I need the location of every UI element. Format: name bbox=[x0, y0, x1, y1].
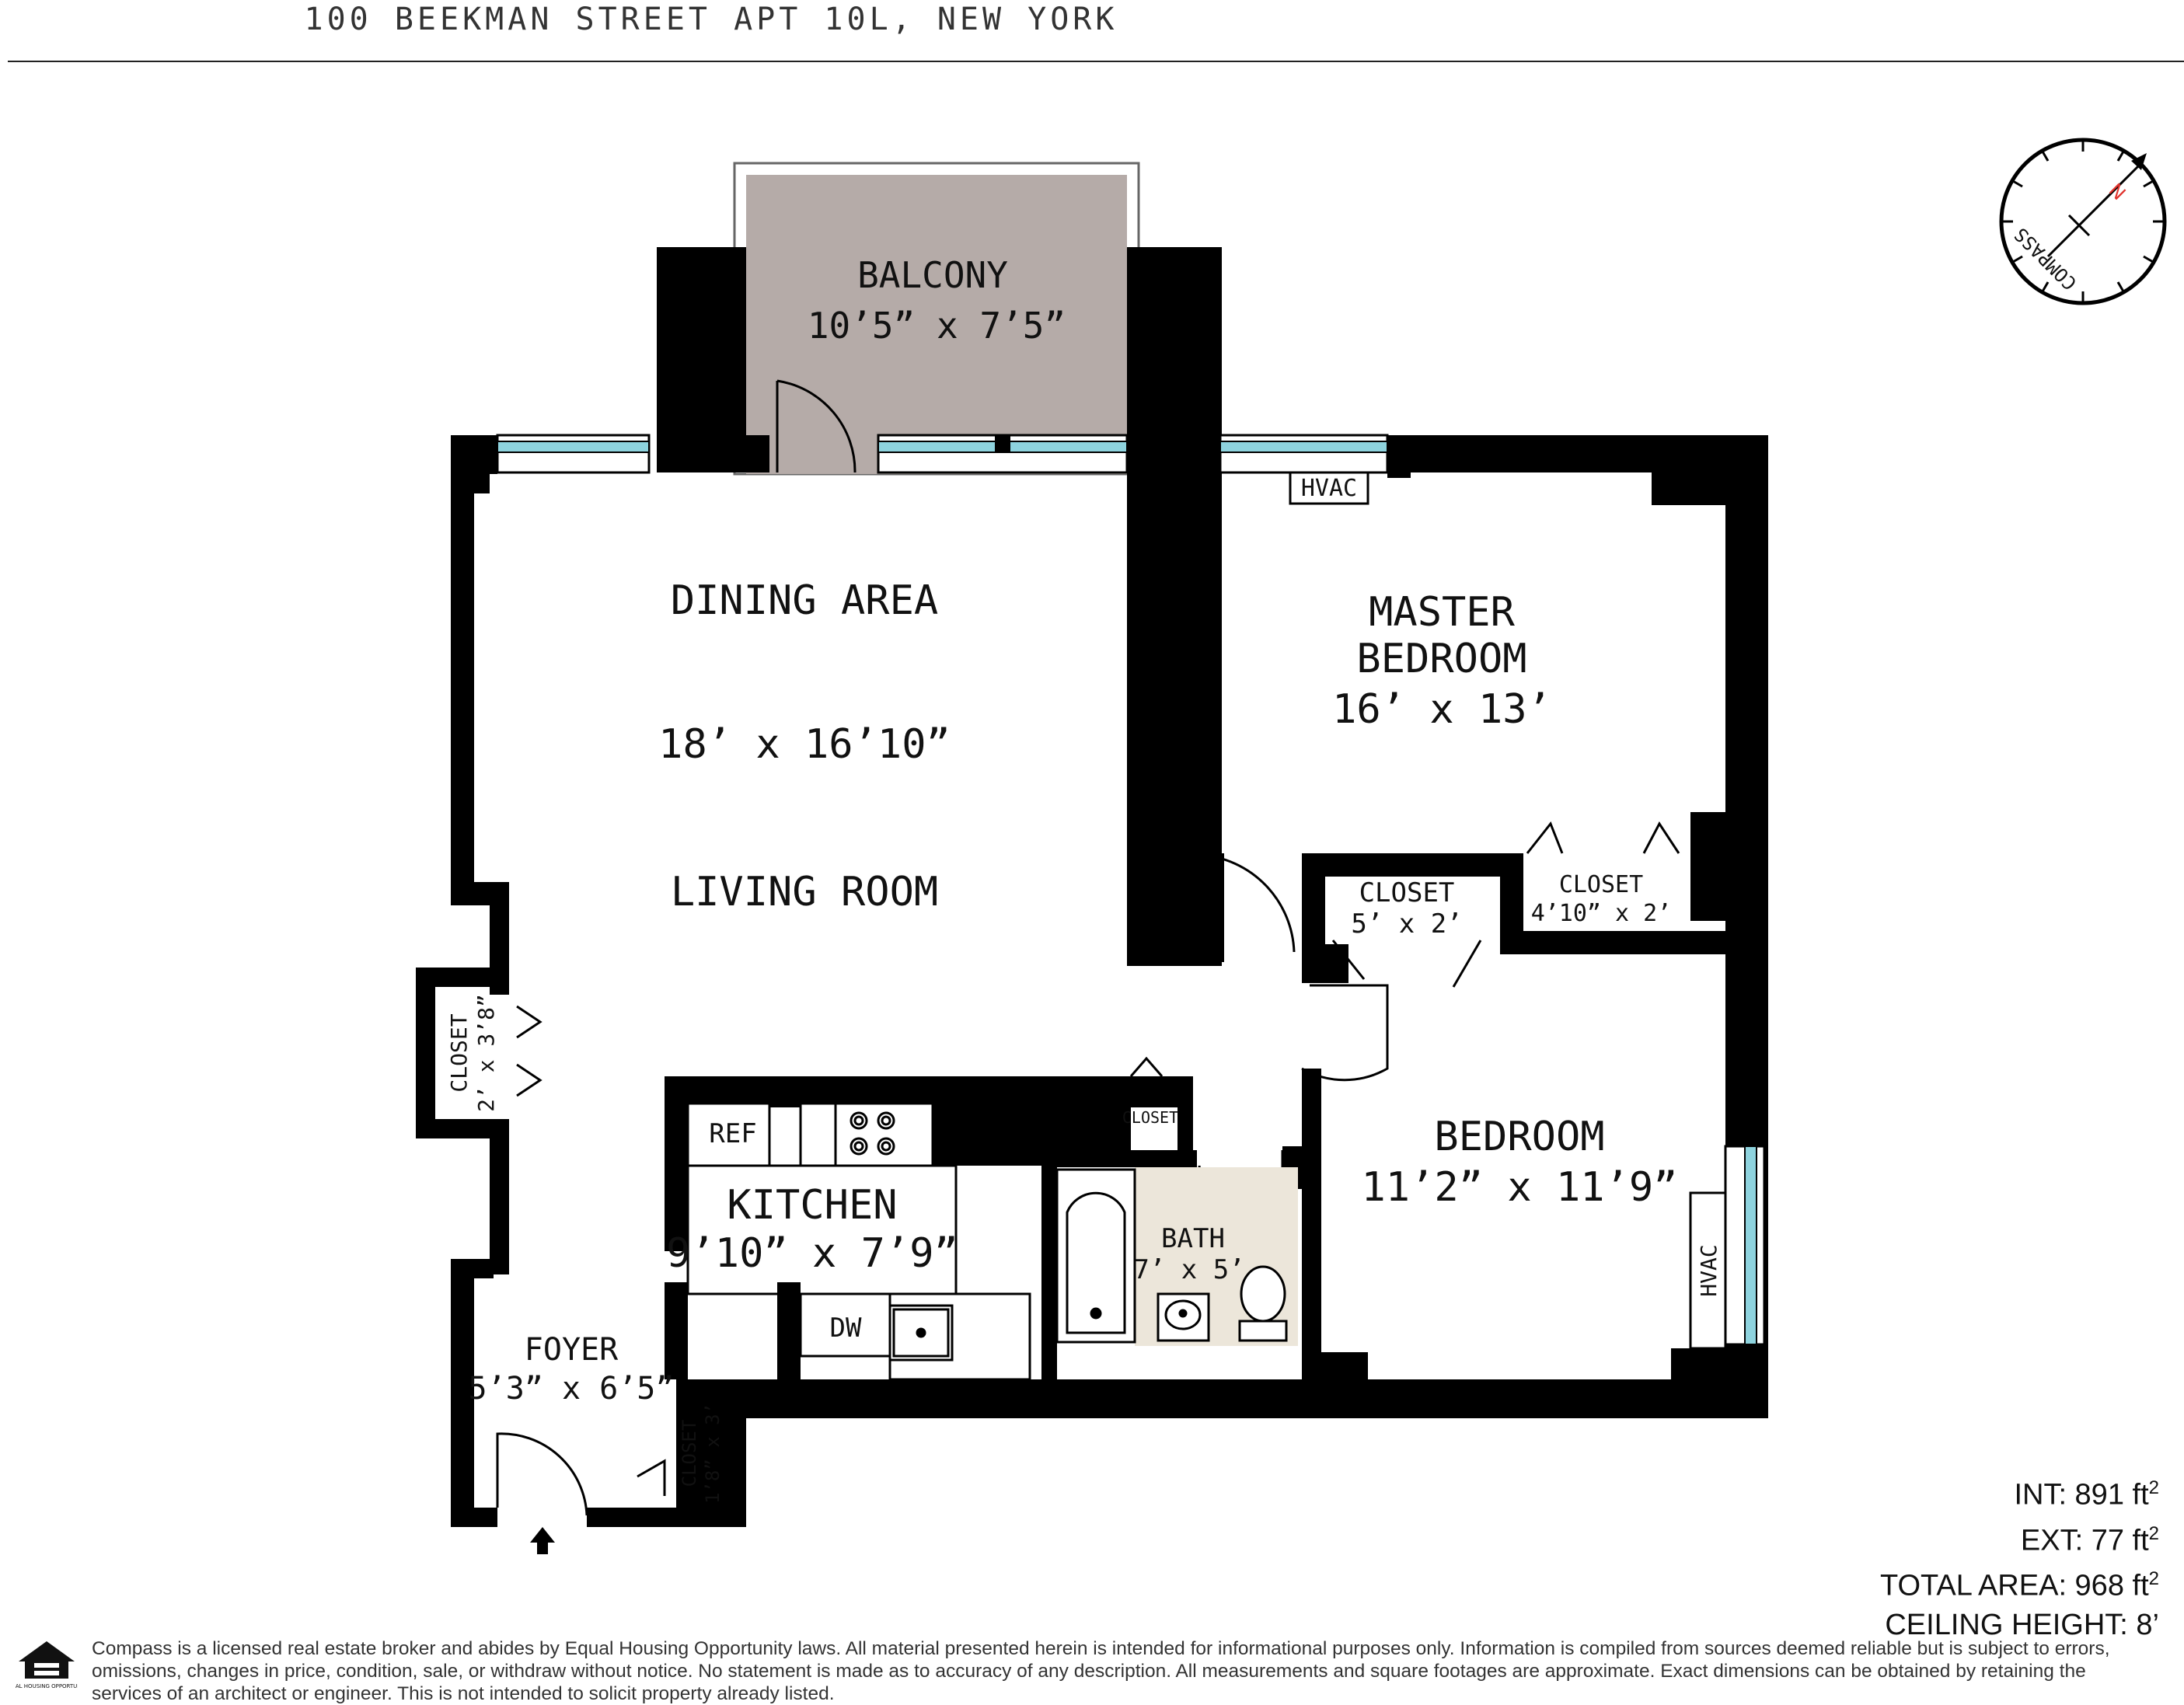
kitchen-dims: 9’10” x 7’9” bbox=[666, 1230, 958, 1277]
compass: N COMPASS bbox=[1999, 138, 2167, 305]
balcony-name: BALCONY bbox=[857, 254, 1008, 296]
eho-logo-text: EQUAL HOUSING OPPORTUNITY bbox=[16, 1683, 78, 1689]
closet-foyer-name: CLOSET bbox=[679, 1420, 700, 1487]
bath-name: BATH bbox=[1161, 1223, 1225, 1254]
living-name: LIVING ROOM bbox=[671, 869, 938, 915]
closet-b-dims: 4’10” x 2’ bbox=[1531, 900, 1672, 927]
compass-needle-icon bbox=[2131, 153, 2147, 170]
area-total: TOTAL AREA: 968 ft2 bbox=[1879, 1568, 2159, 1602]
living-dims: 18’ x 16’10” bbox=[658, 721, 951, 768]
area-ext: EXT: 77 ft2 bbox=[2020, 1522, 2159, 1557]
hvac-label-bedroom: HVAC bbox=[1696, 1244, 1722, 1296]
master-name-1: MASTER bbox=[1369, 589, 1516, 636]
bedroom-name: BEDROOM bbox=[1434, 1114, 1604, 1160]
ceiling-height: CEILING HEIGHT: 8’ bbox=[1885, 1608, 2159, 1641]
closet-foyer-dims: 1’8” x 3’ bbox=[702, 1403, 724, 1504]
balcony-floor bbox=[746, 175, 1127, 474]
equal-housing-icon: EQUAL HOUSING OPPORTUNITY bbox=[16, 1641, 78, 1689]
dw-label: DW bbox=[830, 1313, 862, 1344]
ref-label: REF bbox=[709, 1118, 756, 1149]
closet-b-name: CLOSET bbox=[1559, 871, 1643, 898]
entry-arrow bbox=[530, 1527, 555, 1554]
hvac-unit-top bbox=[1289, 471, 1369, 505]
closet-left-name: CLOSET bbox=[446, 1013, 472, 1092]
foyer-name: FOYER bbox=[525, 1332, 619, 1368]
master-name-2: BEDROOM bbox=[1356, 636, 1526, 682]
area-int: INT: 891 ft2 bbox=[2014, 1477, 2159, 1511]
kitchen-fixtures bbox=[682, 1102, 1031, 1381]
page-title: 100 BEEKMAN STREET APT 10L, NEW YORK bbox=[304, 2, 1118, 37]
floor-plan: BALCONY 10’5” x 7’5” DINING AREA 18’ x 1… bbox=[416, 138, 2167, 1554]
kitchen-name: KITCHEN bbox=[727, 1182, 897, 1229]
bath-fixtures bbox=[1055, 1168, 1288, 1344]
area-summary: INT: 891 ft2 EXT: 77 ft2 TOTAL AREA: 968… bbox=[1880, 1469, 2159, 1644]
closet-a-dims: 5’ x 2’ bbox=[1351, 908, 1462, 940]
closet-small-name: CLOSET bbox=[1122, 1108, 1178, 1127]
dining-name: DINING AREA bbox=[671, 577, 938, 624]
bath-dims: 7’ x 5’ bbox=[1133, 1254, 1244, 1285]
title-rule bbox=[8, 61, 2184, 62]
windows bbox=[496, 434, 1766, 1346]
disclaimer: Compass is a licensed real estate broker… bbox=[92, 1638, 2110, 1704]
closet-a-name: CLOSET bbox=[1359, 877, 1455, 908]
balcony-dims: 10’5” x 7’5” bbox=[808, 305, 1066, 347]
bedroom-dims: 11’2” x 11’9” bbox=[1362, 1164, 1678, 1211]
hvac-label-top: HVAC bbox=[1301, 475, 1357, 502]
master-dims: 16’ x 13’ bbox=[1332, 686, 1551, 733]
closet-left-dims: 2’ x 3’8” bbox=[473, 994, 499, 1112]
foyer-dims: 5’3” x 6’5” bbox=[469, 1371, 675, 1407]
hvac-unit-bedroom bbox=[1689, 1191, 1727, 1350]
